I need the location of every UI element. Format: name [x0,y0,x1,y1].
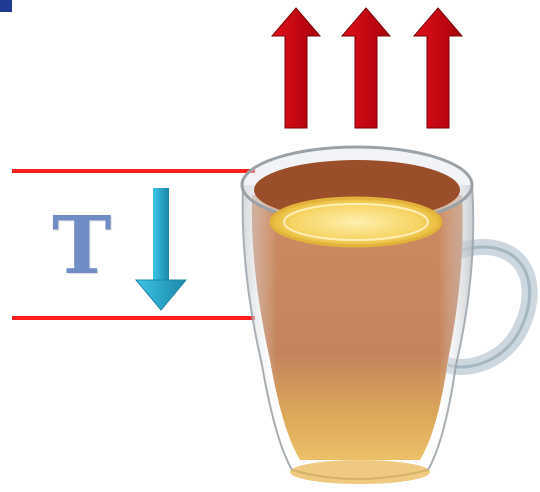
temperature-symbol: T [52,205,112,285]
heat-arrow-up-icon [342,8,390,128]
heat-arrow-up-icon [414,8,462,128]
temperature-down-arrow-icon [136,188,186,310]
lemon-slice-icon [271,198,441,246]
heat-arrows [272,8,462,128]
heat-arrow-up-icon [272,8,320,128]
tea-cup-icon [242,147,530,484]
